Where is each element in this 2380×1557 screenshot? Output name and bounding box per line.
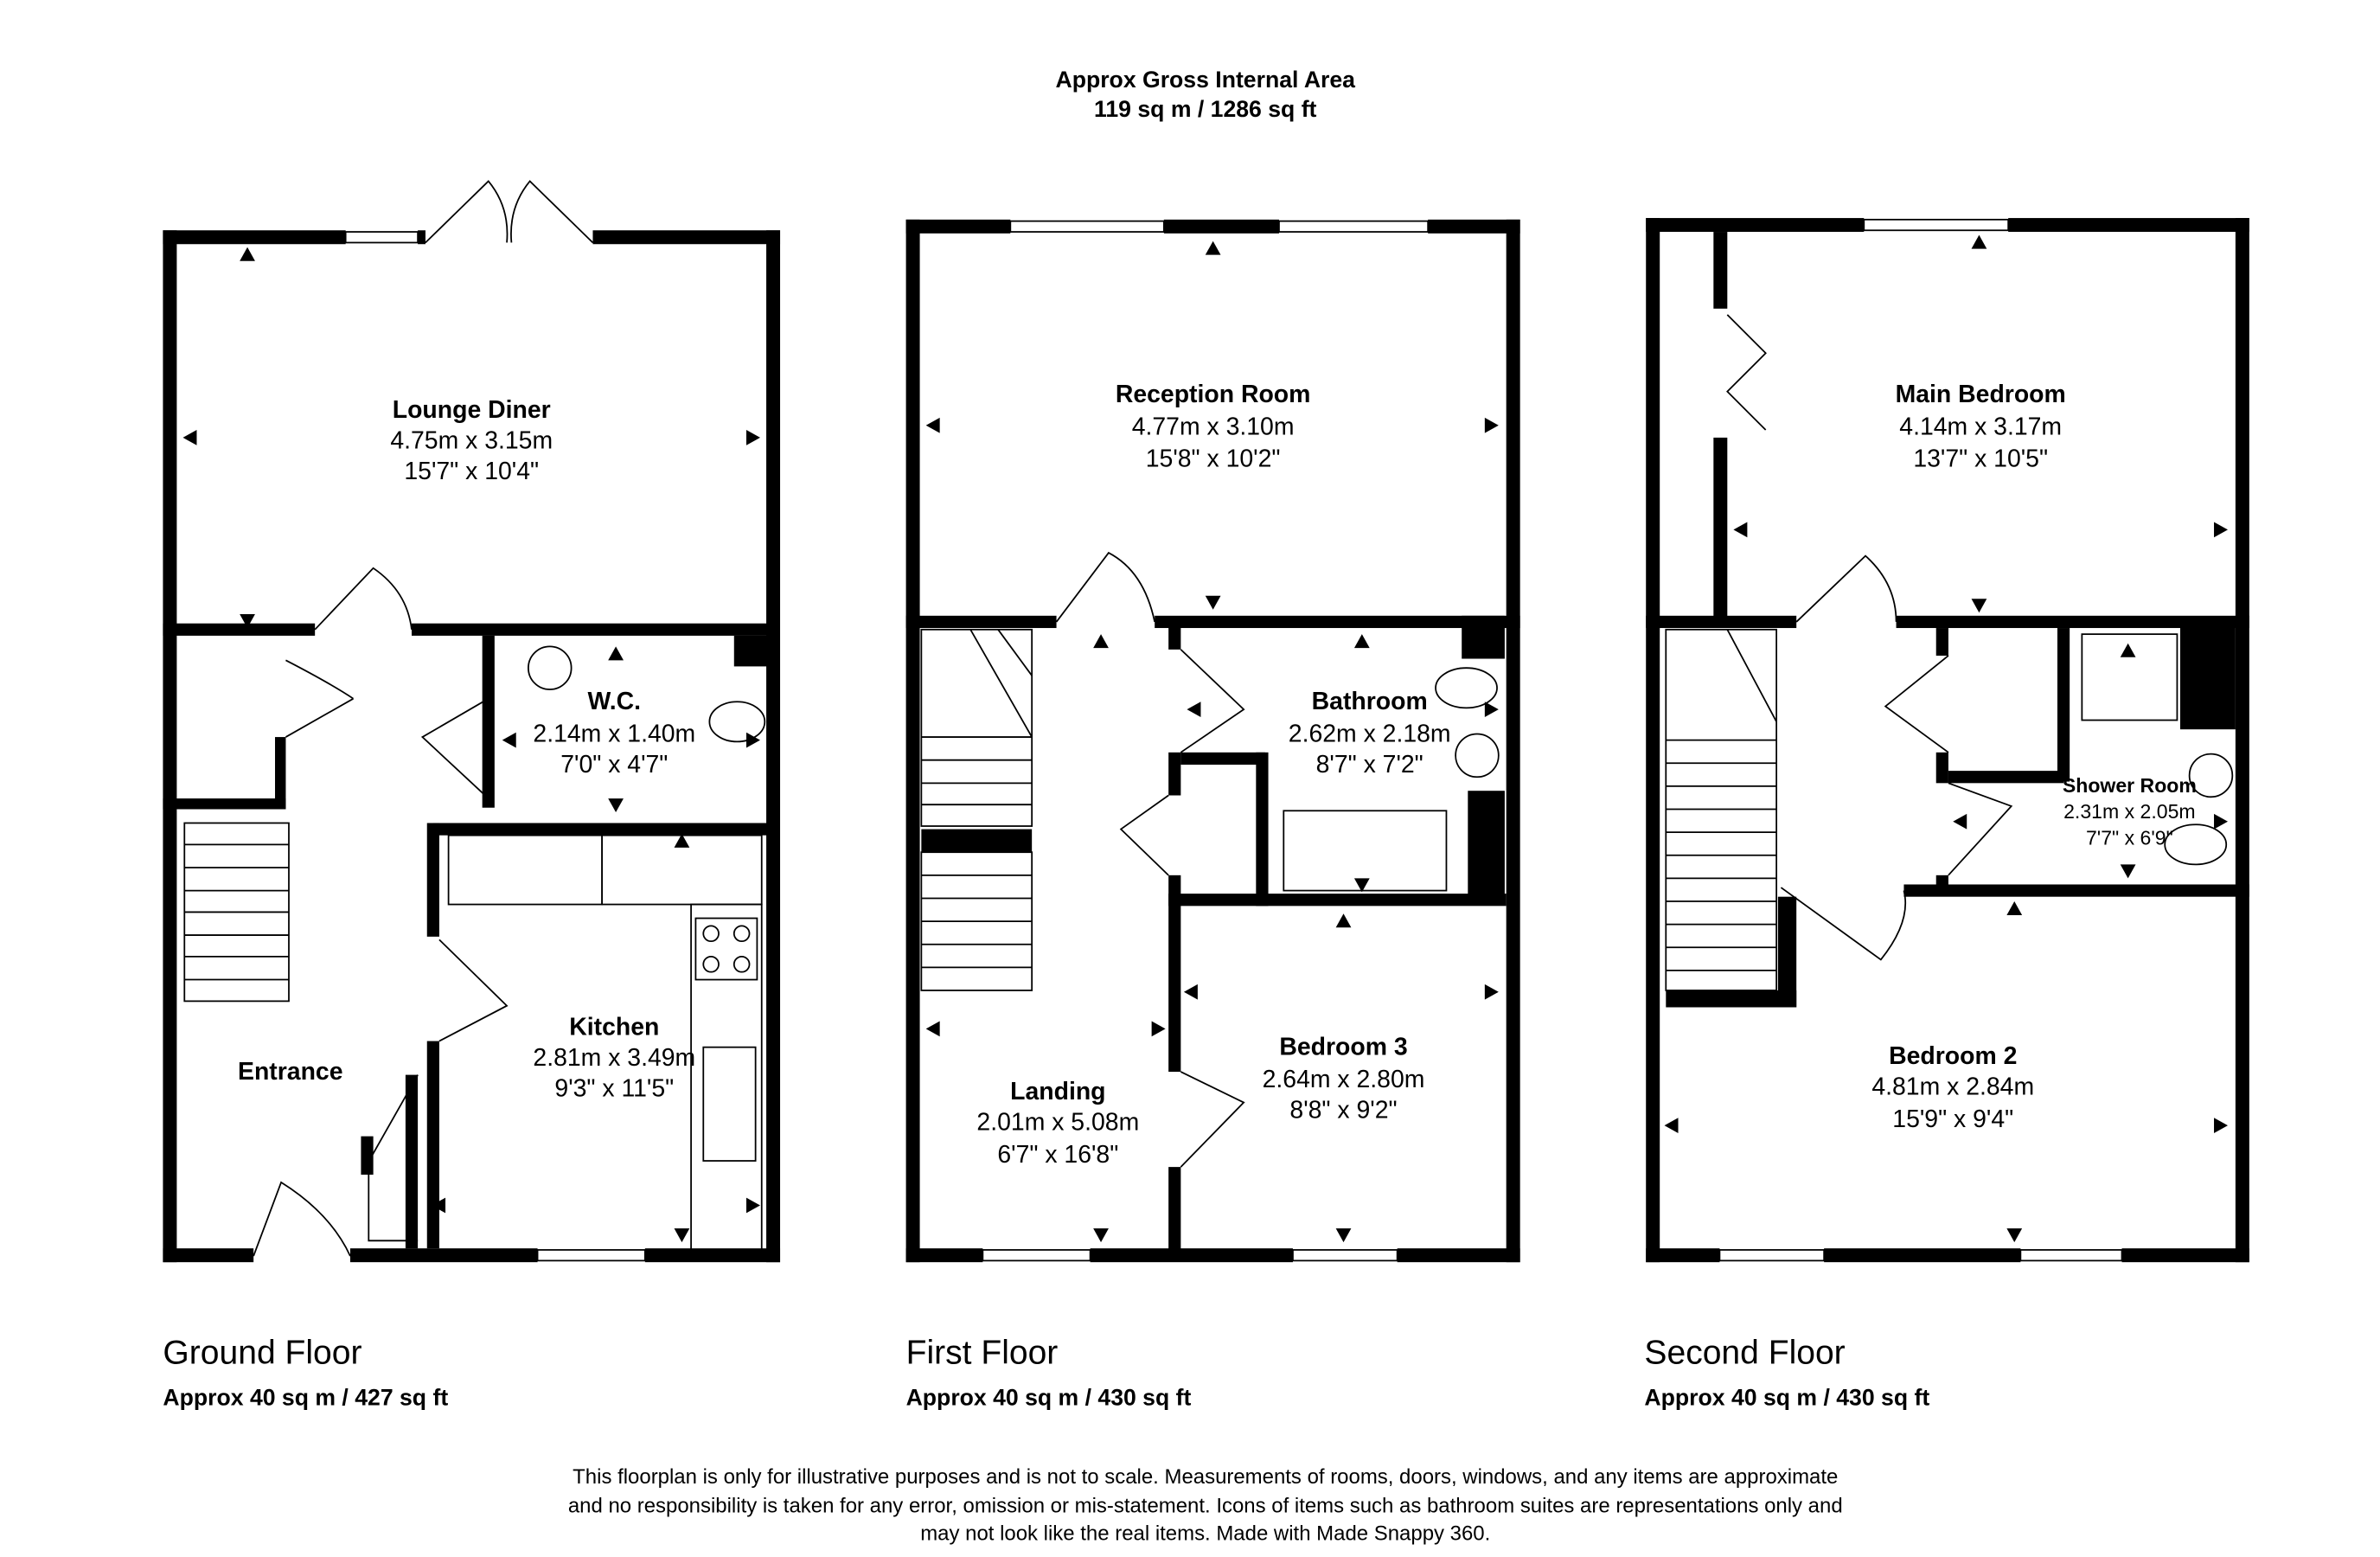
- room-imperial-lounge-diner: 15'7" x 10'4": [404, 458, 539, 485]
- room-metric-wc: 2.14m x 1.40m: [533, 720, 695, 747]
- shower-room-basin: [2188, 753, 2234, 798]
- room-imperial-landing: 6'7" x 16'8": [997, 1141, 1118, 1169]
- room-metric-lounge-diner: 4.75m x 3.15m: [390, 426, 553, 454]
- room-name-bedroom-2: Bedroom 2: [1889, 1042, 2017, 1070]
- room-name-kitchen: Kitchen: [569, 1013, 659, 1041]
- room-metric-reception-room: 4.77m x 3.10m: [1132, 413, 1295, 440]
- room-name-main-bedroom: Main Bedroom: [1896, 381, 2066, 408]
- room-imperial-shower-room: 7'7" x 6'9": [2086, 826, 2173, 849]
- room-name-entrance: Entrance: [238, 1058, 343, 1086]
- gross-area-value: 119 sq m / 1286 sq ft: [1094, 96, 1317, 122]
- stairs: [183, 822, 290, 1003]
- disclaimer-line-2: and no responsibility is taken for any e…: [568, 1495, 1843, 1518]
- shower-room-toilet: [2164, 823, 2228, 866]
- room-metric-bathroom: 2.62m x 2.18m: [1289, 720, 1451, 747]
- second-floor-plan: [1646, 218, 2249, 1263]
- bathroom-toilet: [1435, 667, 1498, 709]
- first-floor-plan: [905, 219, 1520, 1263]
- room-imperial-kitchen: 9'3" x 11'5": [554, 1074, 674, 1102]
- floor-label-first: First Floor: [906, 1334, 1059, 1371]
- floor-area-ground: Approx 40 sq m / 427 sq ft: [163, 1384, 448, 1410]
- stairs: [920, 628, 1033, 991]
- room-imperial-bedroom-2: 15'9" x 9'4": [1892, 1105, 2013, 1133]
- stairs: [1665, 628, 1777, 991]
- room-imperial-main-bedroom: 13'7" x 10'5": [1913, 445, 2048, 473]
- bathroom-basin: [1455, 733, 1500, 778]
- wc-basin: [528, 645, 573, 690]
- gross-area-title: Approx Gross Internal Area: [1055, 67, 1355, 93]
- room-metric-shower-room: 2.31m x 2.05m: [2063, 800, 2196, 823]
- disclaimer-line-3: may not look like the real items. Made w…: [920, 1522, 1490, 1545]
- shower-tray: [2081, 633, 2178, 721]
- floor-area-second: Approx 40 sq m / 430 sq ft: [1644, 1384, 1929, 1410]
- room-name-wc: W.C.: [588, 688, 642, 715]
- room-metric-kitchen: 2.81m x 3.49m: [533, 1044, 695, 1072]
- room-metric-bedroom-3: 2.64m x 2.80m: [1263, 1066, 1425, 1093]
- room-imperial-wc: 7'0" x 4'7": [560, 751, 668, 778]
- room-name-landing: Landing: [1010, 1078, 1105, 1105]
- floor-area-first: Approx 40 sq m / 430 sq ft: [906, 1384, 1192, 1410]
- wc-toilet: [708, 701, 766, 743]
- disclaimer-line-1: This floorplan is only for illustrative …: [573, 1465, 1838, 1489]
- room-name-bedroom-3: Bedroom 3: [1279, 1034, 1407, 1061]
- room-metric-landing: 2.01m x 5.08m: [976, 1109, 1139, 1137]
- ground-floor-plan: [163, 180, 781, 1263]
- floor-label-second: Second Floor: [1644, 1334, 1845, 1371]
- room-name-bathroom: Bathroom: [1312, 688, 1428, 715]
- room-metric-main-bedroom: 4.14m x 3.17m: [1899, 413, 2062, 440]
- room-imperial-bathroom: 8'7" x 7'2": [1316, 751, 1424, 778]
- room-name-reception-room: Reception Room: [1116, 381, 1311, 408]
- floor-label-ground: Ground Floor: [163, 1334, 361, 1371]
- room-imperial-reception-room: 15'8" x 10'2": [1146, 445, 1281, 473]
- room-name-lounge-diner: Lounge Diner: [393, 396, 551, 424]
- room-name-shower-room: Shower Room: [2063, 774, 2197, 797]
- room-imperial-bedroom-3: 8'8" x 9'2": [1289, 1096, 1397, 1124]
- bath-tub: [1283, 810, 1448, 892]
- room-metric-bedroom-2: 4.81m x 2.84m: [1871, 1073, 2034, 1101]
- kitchen-units: [447, 834, 763, 1251]
